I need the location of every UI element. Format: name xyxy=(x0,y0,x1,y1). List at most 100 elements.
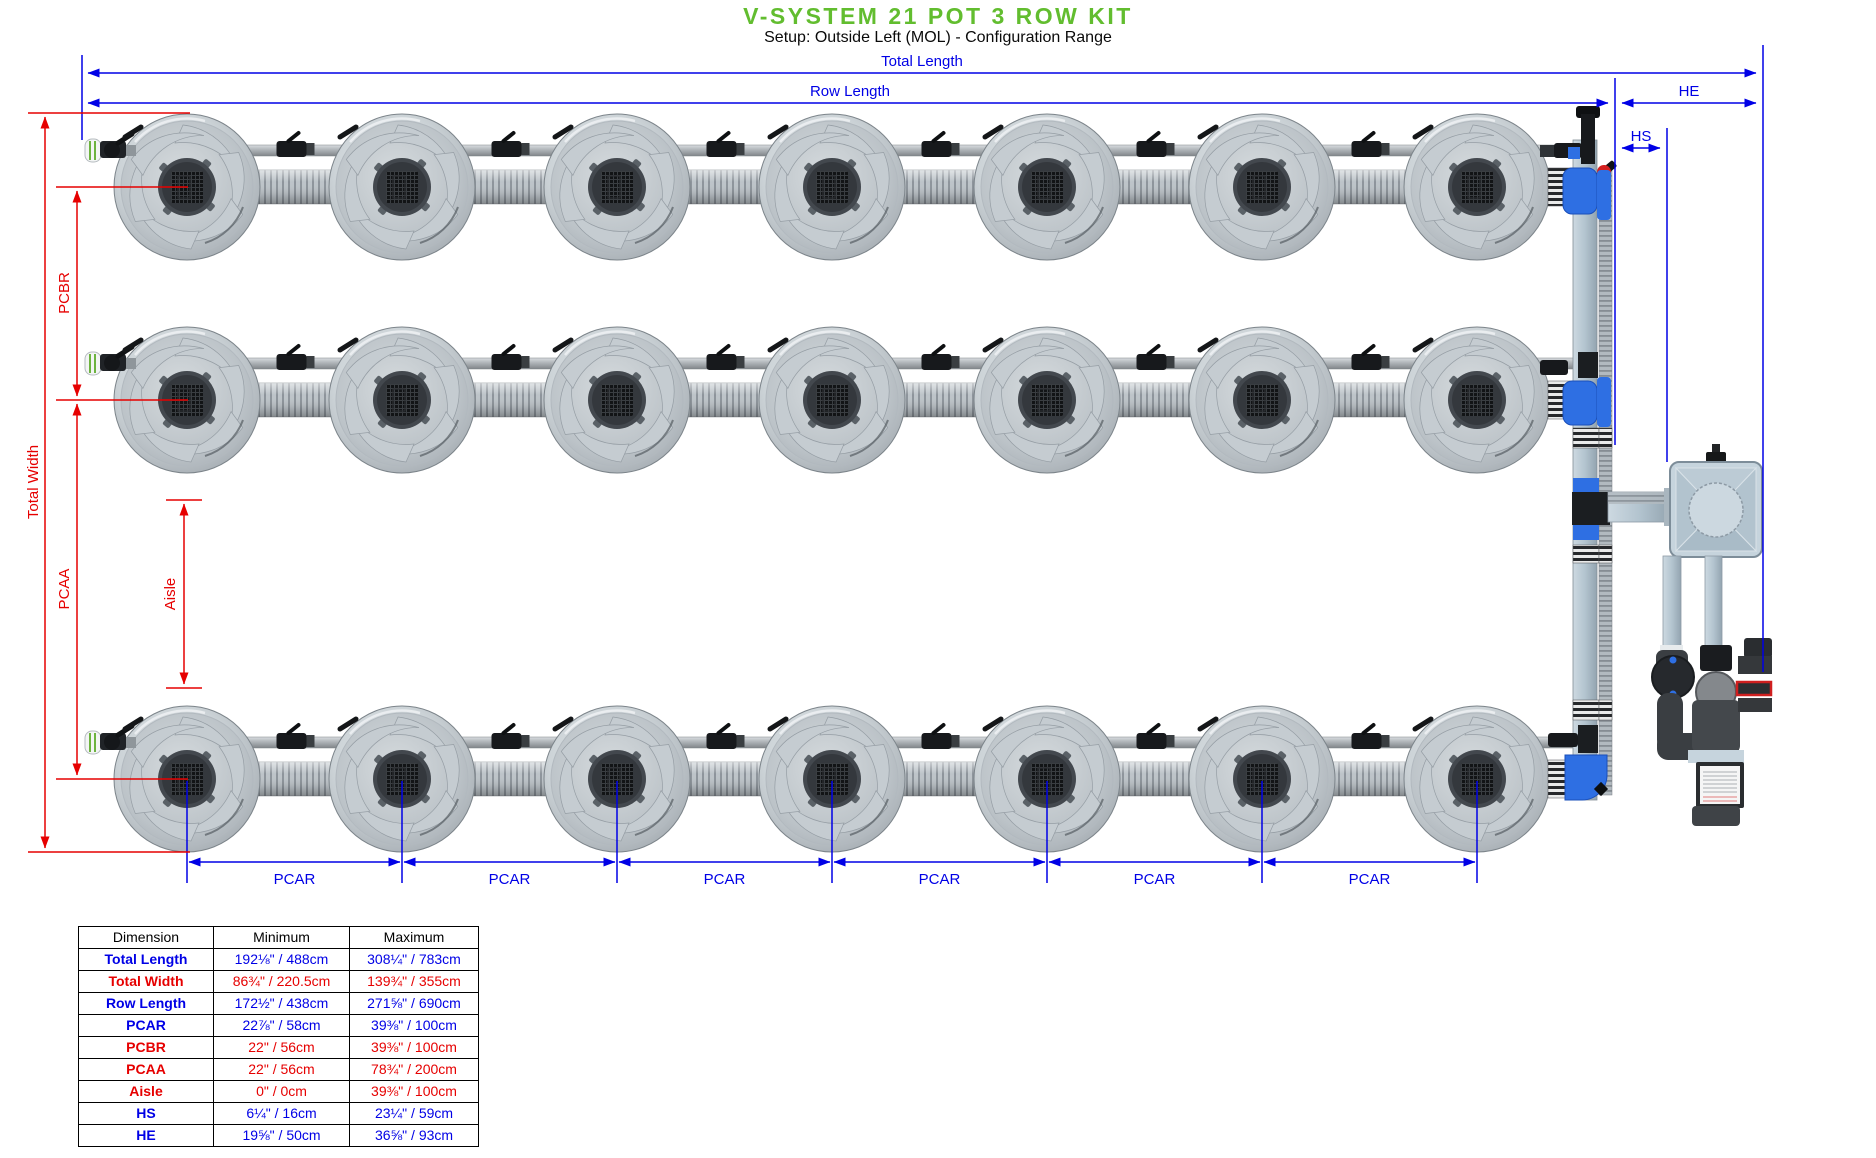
col-dimension: Dimension xyxy=(78,926,214,949)
pot-valve-lever xyxy=(122,337,144,353)
row1-blue-elbow xyxy=(1562,167,1611,220)
inline-fitting-lever xyxy=(501,344,516,356)
end-cap-stripes xyxy=(89,354,96,373)
inline-fitting-collar xyxy=(736,356,745,368)
inline-fitting-lever xyxy=(1146,131,1161,143)
row-valve-collar xyxy=(126,358,136,369)
pcar-label: PCAR xyxy=(1349,871,1391,888)
inline-fitting xyxy=(276,141,307,157)
inline-fitting-lever xyxy=(501,723,516,735)
pot-valve-lever xyxy=(122,716,144,732)
pot-valve-lever xyxy=(1197,124,1219,140)
inline-fitting xyxy=(1351,141,1382,157)
pcar-label: PCAR xyxy=(1134,871,1176,888)
row-end-cap xyxy=(84,730,102,755)
inline-fitting xyxy=(1136,141,1167,157)
inline-fitting-collar xyxy=(1166,356,1175,368)
aisle-label: Aisle xyxy=(162,578,179,611)
inline-fitting-lever xyxy=(716,723,731,735)
total-length-label: Total Length xyxy=(881,53,963,70)
inline-fitting xyxy=(491,141,522,157)
page-subtitle: Setup: Outside Left (MOL) - Configuratio… xyxy=(764,29,1112,46)
inline-fitting-lever xyxy=(501,131,516,143)
row-end-cap xyxy=(84,351,102,376)
inline-fitting-collar xyxy=(1381,735,1390,747)
pot-valve-lever xyxy=(337,124,359,140)
inline-fitting-collar xyxy=(951,735,960,747)
inline-fitting xyxy=(921,354,952,370)
pot-valve-lever xyxy=(337,716,359,732)
inline-fitting xyxy=(276,733,307,749)
inline-fitting-collar xyxy=(1381,143,1390,155)
blue-dimension-labels: Total Length Row Length HE HS xyxy=(810,53,1699,145)
inline-fitting-collar xyxy=(1381,356,1390,368)
inline-fitting xyxy=(706,733,737,749)
pot-valve-lever xyxy=(552,716,574,732)
inline-fitting-collar xyxy=(951,356,960,368)
pcar-label: PCAR xyxy=(704,871,746,888)
inline-fitting-lever xyxy=(931,131,946,143)
pcar-label: PCAR xyxy=(919,871,961,888)
pot-valve-lever xyxy=(767,124,789,140)
pot-valve-lever xyxy=(552,337,574,353)
inline-fitting xyxy=(491,733,522,749)
page-title: V-SYSTEM 21 POT 3 ROW KIT xyxy=(743,3,1133,29)
inline-fitting-lever xyxy=(286,723,301,735)
pot-valve-lever xyxy=(337,337,359,353)
row-valve-collar xyxy=(126,737,136,748)
inline-fitting xyxy=(921,733,952,749)
pot-valve-lever xyxy=(552,124,574,140)
inline-fitting-lever xyxy=(1361,344,1376,356)
inline-fitting-collar xyxy=(306,143,315,155)
inline-fitting-collar xyxy=(1166,143,1175,155)
row-hardware xyxy=(84,124,1573,799)
pcbr-label: PCBR xyxy=(56,272,73,314)
inline-fitting xyxy=(1351,733,1382,749)
row-valve-body xyxy=(104,142,120,158)
inline-fitting-collar xyxy=(521,356,530,368)
pot-valve-lever xyxy=(1412,124,1434,140)
header-manifold xyxy=(1540,106,1773,826)
pot-valve-lever xyxy=(1197,716,1219,732)
inline-fitting xyxy=(276,354,307,370)
inline-fitting xyxy=(1136,733,1167,749)
inline-fitting-collar xyxy=(521,735,530,747)
col-minimum: Minimum xyxy=(213,926,350,949)
col-maximum: Maximum xyxy=(349,926,479,949)
inline-fitting-collar xyxy=(306,356,315,368)
row-valve-collar xyxy=(126,145,136,156)
red-dimensions xyxy=(28,112,202,853)
inline-fitting-collar xyxy=(521,143,530,155)
reservoir-tank xyxy=(1669,444,1763,558)
inline-fitting-lever xyxy=(716,344,731,356)
pot-valve-lever xyxy=(1412,716,1434,732)
inline-fitting-collar xyxy=(306,735,315,747)
manifold-couplings xyxy=(1572,427,1613,721)
pcar-label: PCAR xyxy=(274,871,316,888)
inline-fitting xyxy=(921,141,952,157)
pot-valve-lever xyxy=(982,337,1004,353)
pump-assembly xyxy=(1651,638,1773,826)
inline-fitting-lever xyxy=(1146,344,1161,356)
pcaa-label: PCAA xyxy=(56,569,73,610)
inline-fitting-lever xyxy=(931,344,946,356)
inline-fitting xyxy=(491,354,522,370)
row-length-label: Row Length xyxy=(810,83,890,100)
inline-fitting-lever xyxy=(1146,723,1161,735)
red-dimension-labels: Total Width PCBR PCAA Aisle xyxy=(25,272,179,610)
row2-blue-tee xyxy=(1540,352,1611,427)
pot-valve-lever xyxy=(1197,337,1219,353)
inline-fitting-lever xyxy=(1361,723,1376,735)
blue-dimensions xyxy=(81,45,1764,672)
row-valve-body xyxy=(104,734,120,750)
